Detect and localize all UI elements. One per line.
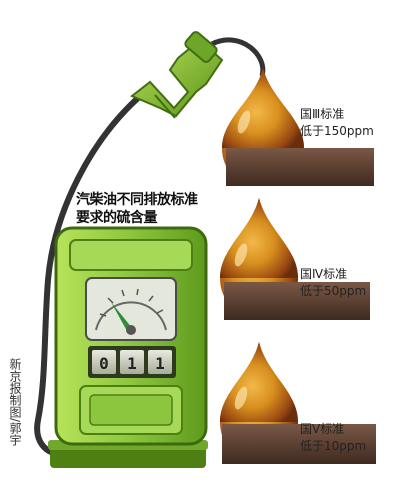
counter-digit: 1	[127, 354, 137, 373]
fuel-pump: 0 1 1	[48, 226, 208, 468]
standard-label-1: 国Ⅲ标准 低于150ppm	[300, 105, 374, 139]
standard-name: 国Ⅴ标准	[300, 422, 345, 436]
counter-digit: 1	[155, 354, 165, 373]
standard-limit: 低于50ppm	[300, 284, 367, 298]
pump-gauge	[85, 277, 177, 341]
fuel-hose-lower	[34, 95, 141, 458]
standard-limit: 低于150ppm	[300, 124, 374, 138]
gauge-needle	[111, 302, 132, 331]
counter-digit: 0	[99, 354, 109, 373]
shelf-3	[222, 424, 376, 464]
standard-name: 国Ⅳ标准	[300, 267, 348, 281]
shelf-2	[224, 282, 370, 320]
standard-label-2: 国Ⅳ标准 低于50ppm	[300, 265, 366, 299]
page-title: 汽柴油不同排放标准 要求的硫含量	[76, 191, 236, 227]
shelf-1	[226, 148, 374, 186]
standard-name: 国Ⅲ标准	[300, 107, 345, 121]
fuel-nozzle	[130, 31, 224, 119]
image-credit: 新京报制图/郭宇	[8, 358, 22, 447]
title-line-2: 要求的硫含量	[76, 210, 158, 226]
standard-label-3: 国Ⅴ标准 低于10ppm	[300, 420, 366, 454]
title-line-1: 汽柴油不同排放标准	[76, 192, 198, 208]
standard-limit: 低于10ppm	[300, 439, 367, 453]
